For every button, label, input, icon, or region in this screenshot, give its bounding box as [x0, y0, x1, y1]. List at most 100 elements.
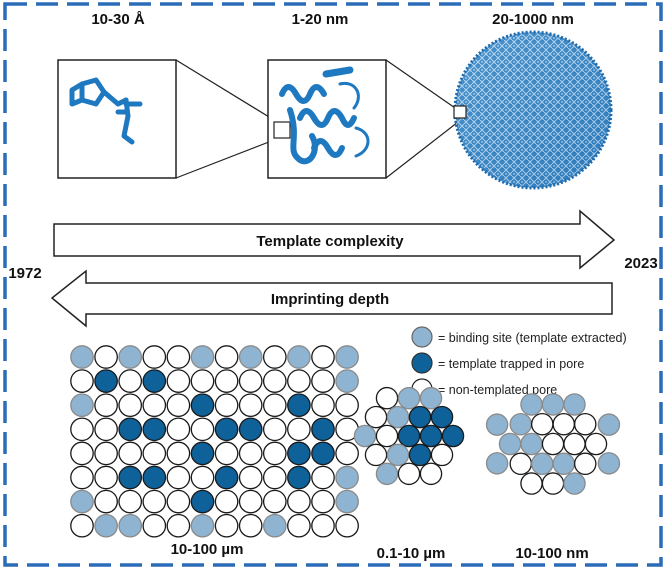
non-templated-pore: [70, 465, 94, 490]
year-start: 1972: [8, 265, 41, 282]
non-templated-pore: [70, 441, 94, 466]
scale-label-molecule: 10-30 Å: [91, 11, 145, 28]
non-templated-pore: [238, 441, 263, 466]
trapped-template-pore: [238, 417, 263, 442]
protein-structure: [279, 66, 370, 165]
binding-site-pore: [118, 513, 143, 538]
binding-site-pore: [335, 369, 359, 393]
trapped-template-pore: [190, 393, 215, 418]
non-templated-pore: [574, 412, 597, 436]
binding-site-pore: [520, 432, 543, 456]
template-complexity-label: Template complexity: [256, 233, 404, 250]
scale-label-virus: 20-1000 nm: [492, 11, 574, 28]
non-templated-pore: [166, 465, 191, 490]
scale-label-protein: 1-20 nm: [292, 11, 349, 28]
binding-site-pore: [118, 345, 143, 369]
non-templated-pore: [287, 513, 311, 538]
non-templated-pore: [311, 345, 335, 369]
binding-site-pore: [520, 393, 543, 416]
non-templated-pore: [531, 412, 554, 436]
non-templated-pore: [311, 369, 335, 393]
trapped-template-pore: [142, 417, 167, 442]
binding-site-pore: [485, 413, 509, 436]
non-templated-pore: [214, 393, 239, 418]
non-templated-pore: [142, 513, 167, 538]
legend: = binding site (template extracted) = te…: [411, 326, 627, 400]
non-templated-pore: [190, 369, 215, 393]
binding-site-pore: [190, 345, 215, 369]
trapped-template-pore: [311, 441, 335, 466]
non-templated-pore: [118, 489, 143, 514]
non-templated-pore: [541, 472, 565, 495]
small-cluster-label: 10-100 nm: [515, 545, 588, 562]
non-templated-pore: [70, 513, 94, 538]
trapped-template-pore: [441, 424, 465, 448]
dashed-border: [3, 2, 663, 567]
large-pore-array: [70, 345, 359, 538]
binding-site-pore: [498, 432, 522, 456]
template-complexity-arrow: Template complexity: [53, 209, 616, 270]
trapped-template-pore: [190, 441, 215, 466]
non-templated-pore: [262, 441, 287, 466]
year-end: 2023: [624, 255, 657, 272]
non-templated-pore: [142, 393, 167, 418]
virus-particle: [453, 30, 613, 190]
binding-site-pore: [335, 345, 359, 369]
small-pore-cluster: [485, 393, 621, 495]
non-templated-pore: [430, 443, 454, 467]
non-templated-pore: [509, 452, 532, 476]
non-templated-pore: [563, 432, 586, 456]
non-templated-pore: [238, 369, 263, 393]
non-templated-pore: [541, 432, 565, 456]
non-templated-pore: [335, 393, 359, 418]
non-templated-pore: [364, 405, 388, 429]
molecule-structure: [69, 77, 143, 145]
binding-site-pore: [287, 345, 311, 369]
non-templated-pore: [94, 441, 118, 466]
binding-site-pore: [531, 452, 554, 476]
non-templated-pore: [287, 417, 311, 442]
non-templated-pore: [214, 345, 239, 369]
legend-binding-site-label: = binding site (template extracted): [438, 331, 627, 345]
non-templated-pore: [311, 393, 335, 418]
non-templated-pore: [214, 369, 239, 393]
non-templated-pore: [552, 412, 576, 436]
trapped-template-pore: [118, 417, 143, 442]
non-templated-pore: [166, 441, 191, 466]
non-templated-pore: [142, 345, 167, 369]
binding-site-pore: [386, 443, 410, 467]
non-templated-pore: [166, 417, 191, 442]
non-templated-pore: [584, 432, 608, 456]
non-templated-pore: [287, 369, 311, 393]
binding-site-pore: [335, 489, 359, 514]
non-templated-pore: [238, 489, 263, 514]
binding-site-pore: [563, 472, 586, 495]
legend-trapped-label: = template trapped in pore: [438, 357, 584, 371]
non-templated-pore: [94, 465, 118, 490]
trapped-template-pore: [190, 489, 215, 514]
non-templated-pore: [397, 462, 421, 486]
non-templated-pore: [375, 424, 399, 448]
binding-site-pore: [353, 424, 377, 448]
non-templated-pore: [118, 369, 143, 393]
binding-site-pore: [597, 413, 621, 436]
non-templated-pore: [166, 393, 191, 418]
non-templated-pore: [166, 369, 191, 393]
non-templated-pore: [287, 489, 311, 514]
non-templated-pore: [262, 345, 287, 369]
trapped-template-pore: [214, 417, 239, 442]
trapped-template-pore: [214, 465, 239, 490]
non-templated-pore: [311, 513, 335, 538]
non-templated-pore: [262, 465, 287, 490]
non-templated-pore: [118, 393, 143, 418]
non-templated-pore: [262, 393, 287, 418]
zoom-lines-1: [175, 59, 275, 179]
non-templated-pore: [94, 489, 118, 514]
imprinting-depth-label: Imprinting depth: [271, 291, 389, 308]
legend-binding-site-swatch: [411, 326, 433, 348]
binding-site-pore: [262, 513, 287, 538]
non-templated-pore: [94, 393, 118, 418]
trapped-template-pore: [118, 465, 143, 490]
non-templated-pore: [118, 441, 143, 466]
